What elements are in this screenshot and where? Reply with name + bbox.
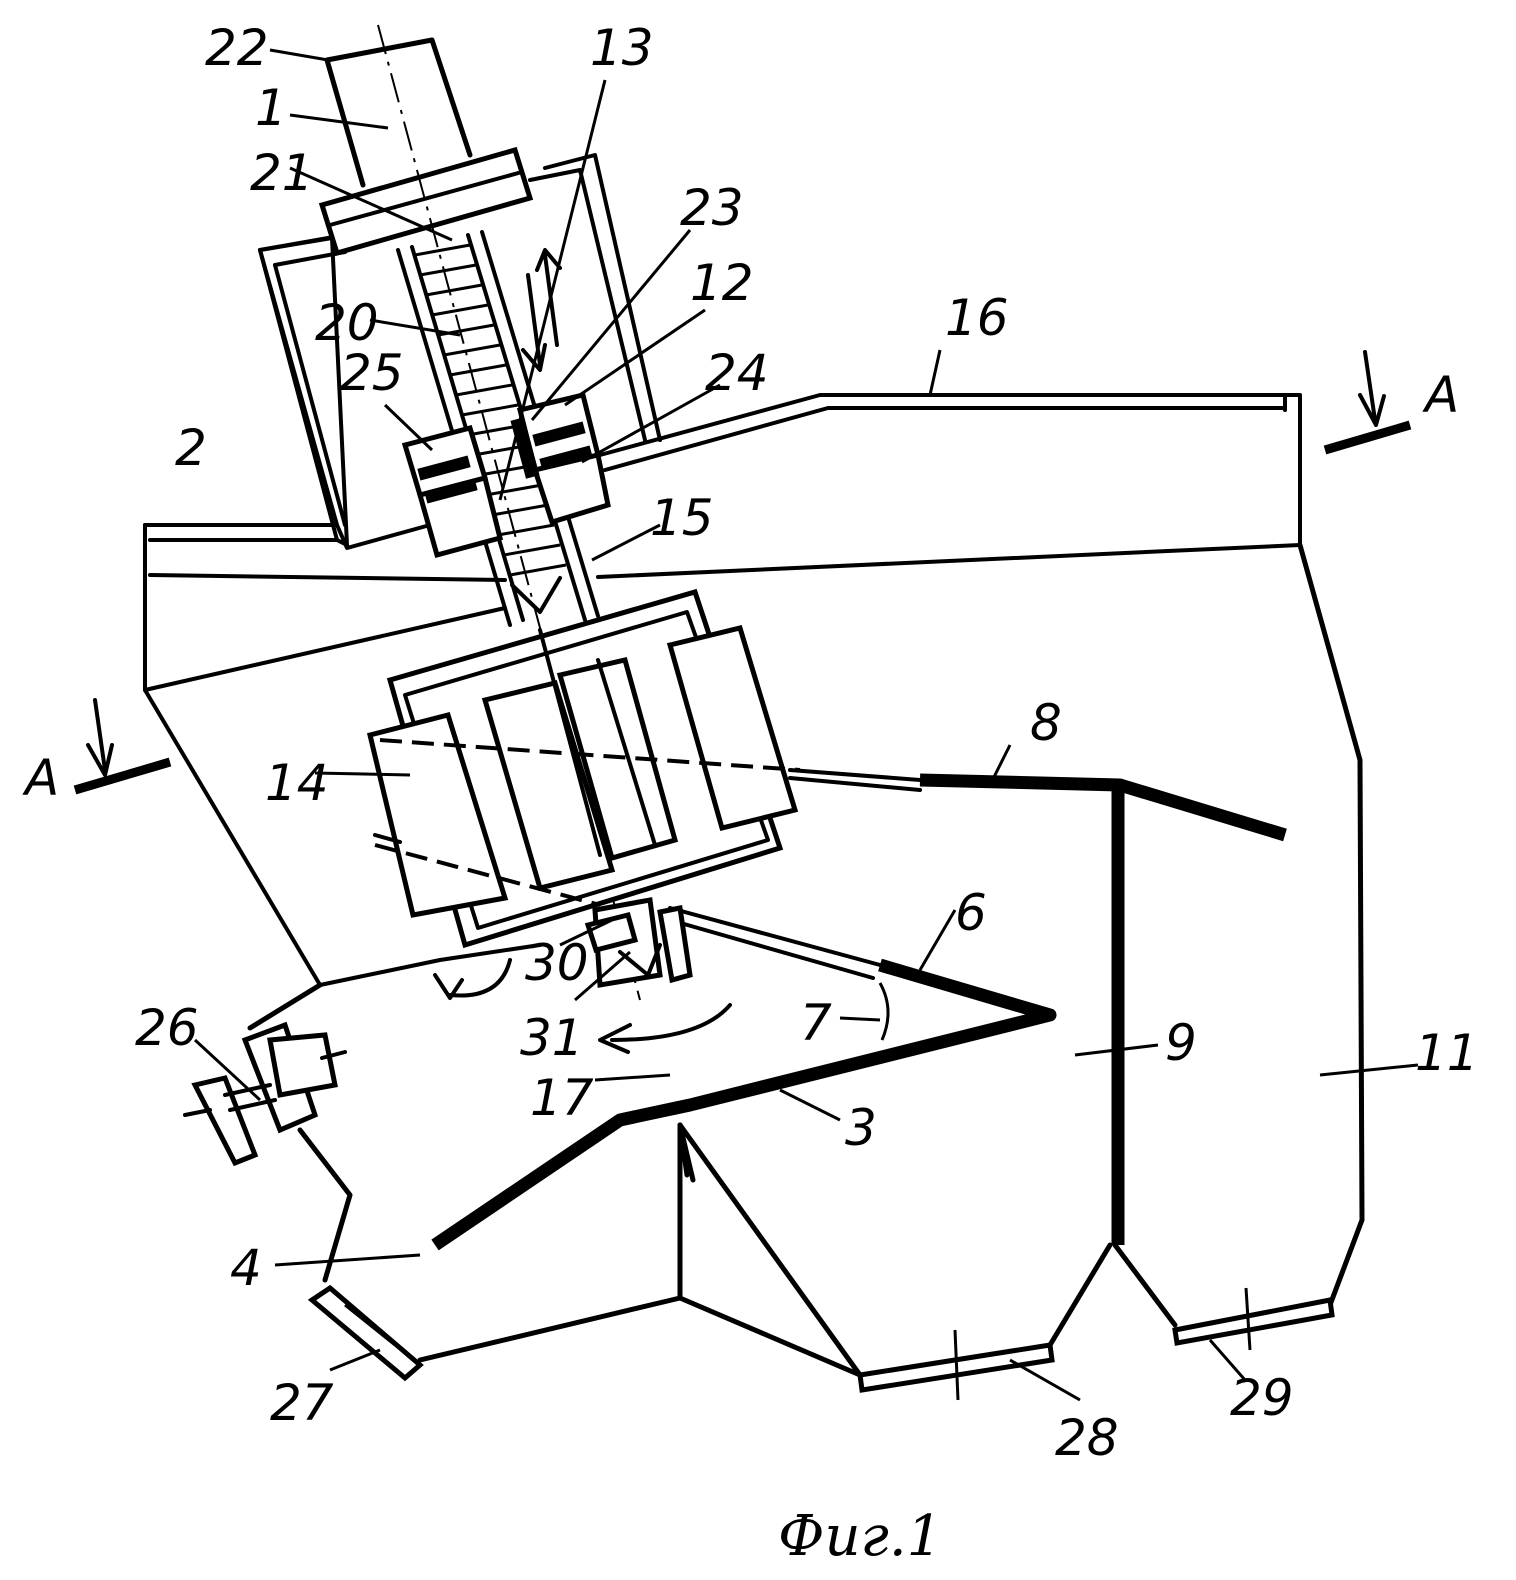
- label-24: 24: [705, 344, 769, 402]
- label-9: 9: [1165, 1014, 1197, 1072]
- label-1: 1: [255, 79, 287, 137]
- section-mark-right: A: [1422, 366, 1459, 424]
- label-3: 3: [845, 1099, 877, 1157]
- label-17: 17: [530, 1069, 594, 1127]
- label-7: 7: [800, 994, 832, 1052]
- label-2: 2: [175, 419, 207, 477]
- label-28: 28: [1055, 1409, 1119, 1467]
- valve-26: [185, 1025, 345, 1163]
- label-22: 22: [205, 19, 269, 77]
- label-30: 30: [525, 934, 589, 992]
- label-16: 16: [945, 289, 1009, 347]
- label-27: 27: [270, 1374, 334, 1432]
- leader-lines: [195, 50, 1418, 1400]
- section-mark-left: A: [22, 749, 59, 807]
- label-31: 31: [520, 1009, 584, 1067]
- housing: [145, 395, 1362, 1400]
- label-14: 14: [265, 754, 329, 812]
- label-23: 23: [680, 179, 744, 237]
- label-25: 25: [340, 344, 404, 402]
- label-6: 6: [955, 884, 987, 942]
- figure-caption: Фиг.1: [778, 1504, 942, 1569]
- label-29: 29: [1230, 1369, 1294, 1427]
- label-8: 8: [1030, 694, 1062, 752]
- label-26: 26: [135, 999, 199, 1057]
- label-11: 11: [1415, 1024, 1479, 1082]
- label-12: 12: [690, 254, 754, 312]
- screw-assembly: [398, 232, 608, 625]
- label-15: 15: [650, 489, 714, 547]
- label-4: 4: [230, 1239, 262, 1297]
- label-13: 13: [590, 19, 654, 77]
- label-21: 21: [250, 144, 314, 202]
